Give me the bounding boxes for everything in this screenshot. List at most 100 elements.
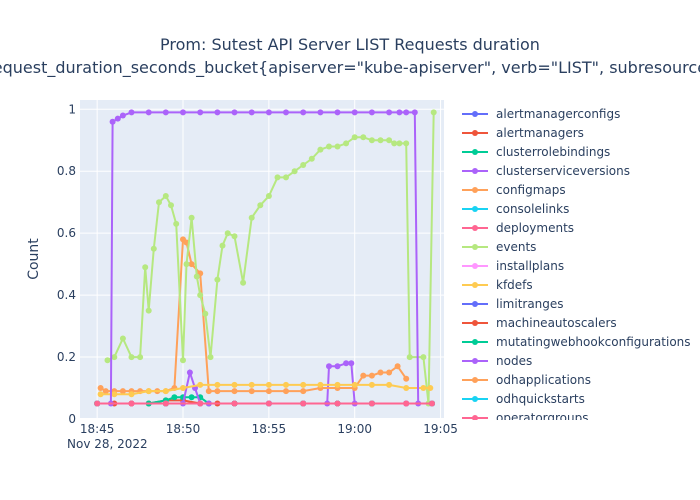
legend-label: machineautoscalers [496, 316, 617, 330]
data-point [348, 360, 355, 367]
data-point [283, 388, 289, 395]
data-point [162, 109, 169, 116]
data-point [231, 109, 238, 116]
legend-item-alertmanagers[interactable]: alertmanagers [462, 126, 584, 140]
legend-label: alertmanagerconfigs [496, 107, 620, 121]
data-point [368, 109, 375, 116]
data-point [265, 193, 272, 199]
legend-label: installplans [496, 259, 564, 273]
legend-label: configmaps [496, 183, 566, 197]
data-point [231, 400, 238, 407]
y-tick-label: 0.2 [57, 350, 76, 364]
data-point [317, 381, 324, 388]
legend-label: deployments [496, 221, 574, 235]
data-point [109, 118, 116, 125]
data-point [205, 388, 212, 395]
legend-item-deployments[interactable]: deployments [462, 221, 574, 235]
data-point [291, 168, 298, 175]
legend-item-limitranges[interactable]: limitranges [462, 297, 564, 311]
y-axis: 00.20.40.60.81 [57, 102, 76, 426]
legend-item-nodes[interactable]: nodes [462, 354, 532, 368]
data-point [317, 146, 324, 153]
legend-item-machineautoscalers[interactable]: machineautoscalers [462, 316, 617, 330]
data-point [351, 134, 358, 141]
legend-item-clusterserviceversions[interactable]: clusterserviceversions [462, 164, 630, 178]
data-point [300, 109, 307, 116]
data-point [343, 140, 350, 147]
data-point [102, 388, 109, 395]
data-point [265, 388, 272, 395]
data-point [231, 388, 238, 395]
legend-swatch-marker [472, 358, 478, 364]
legend-item-kfdefs[interactable]: kfdefs [462, 278, 533, 292]
data-point [202, 310, 209, 317]
x-tick-label: 18:50 [166, 422, 201, 436]
data-point [334, 363, 341, 370]
data-point [360, 372, 367, 379]
data-point [145, 109, 152, 116]
legend-item-clusterrolebindings[interactable]: clusterrolebindings [462, 145, 610, 159]
data-point [265, 109, 272, 116]
data-point [396, 109, 403, 116]
data-point [368, 400, 375, 407]
data-point [111, 354, 118, 361]
legend-label: clusterrolebindings [496, 145, 610, 159]
legend-label: limitranges [496, 297, 564, 311]
legend-label: odhapplications [496, 373, 591, 387]
legend-label: nodes [496, 354, 532, 368]
series-configmaps [97, 236, 410, 395]
legend-item-configmaps[interactable]: configmaps [462, 183, 566, 197]
data-point [334, 143, 341, 150]
legend-swatch-marker [472, 149, 478, 155]
y-tick-label: 0.6 [57, 226, 76, 240]
data-point [403, 109, 410, 116]
legend-swatch-marker [472, 244, 478, 250]
data-point [224, 230, 231, 237]
data-point [368, 372, 375, 379]
legend-label: events [496, 240, 536, 254]
data-point [377, 137, 384, 144]
data-point [137, 354, 144, 361]
data-point [162, 193, 169, 199]
data-point [411, 109, 418, 116]
data-point [351, 381, 358, 388]
x-tick-label: 19:00 [337, 422, 372, 436]
y-tick-label: 0.8 [57, 164, 76, 178]
legend-item-installplans[interactable]: installplans [462, 259, 564, 273]
legend-swatch-marker [472, 339, 478, 345]
data-point [173, 220, 180, 227]
data-point [430, 109, 437, 116]
legend-label: alertmanagers [496, 126, 584, 140]
legend-swatch-marker [472, 377, 478, 383]
data-point [197, 109, 204, 116]
series-nodes [107, 109, 435, 407]
legend-item-consolelinks[interactable]: consolelinks [462, 202, 569, 216]
data-point [197, 381, 204, 388]
legend-item-odhapplications[interactable]: odhapplications [462, 373, 591, 387]
legend-swatch-marker [472, 415, 478, 420]
data-point [171, 394, 178, 401]
data-point [180, 109, 186, 116]
chart-title-line1: Prom: Sutest API Server LIST Requests du… [160, 35, 540, 54]
y-tick-label: 0 [68, 412, 76, 426]
data-point [396, 140, 403, 147]
legend-label: odhquickstarts [496, 392, 585, 406]
data-point [248, 388, 255, 395]
plot-background [80, 100, 444, 419]
legend-item-alertmanagerconfigs[interactable]: alertmanagerconfigs [462, 107, 620, 121]
data-point [214, 388, 221, 395]
data-point [188, 214, 195, 221]
legend-item-mutatingwebhookconfigurations[interactable]: mutatingwebhookconfigurations [462, 335, 691, 349]
data-point [142, 264, 149, 271]
data-point [334, 381, 341, 388]
data-point [145, 307, 152, 314]
legend-item-odhquickstarts[interactable]: odhquickstarts [462, 392, 585, 406]
legend-swatch-marker [472, 225, 478, 231]
legend-item-events[interactable]: events [462, 240, 536, 254]
data-point [265, 381, 272, 388]
series-operatorgroups [94, 400, 435, 407]
data-point [188, 261, 195, 268]
legend-item-operatorgroups[interactable]: operatorgroups [462, 411, 589, 425]
data-point [97, 391, 104, 398]
